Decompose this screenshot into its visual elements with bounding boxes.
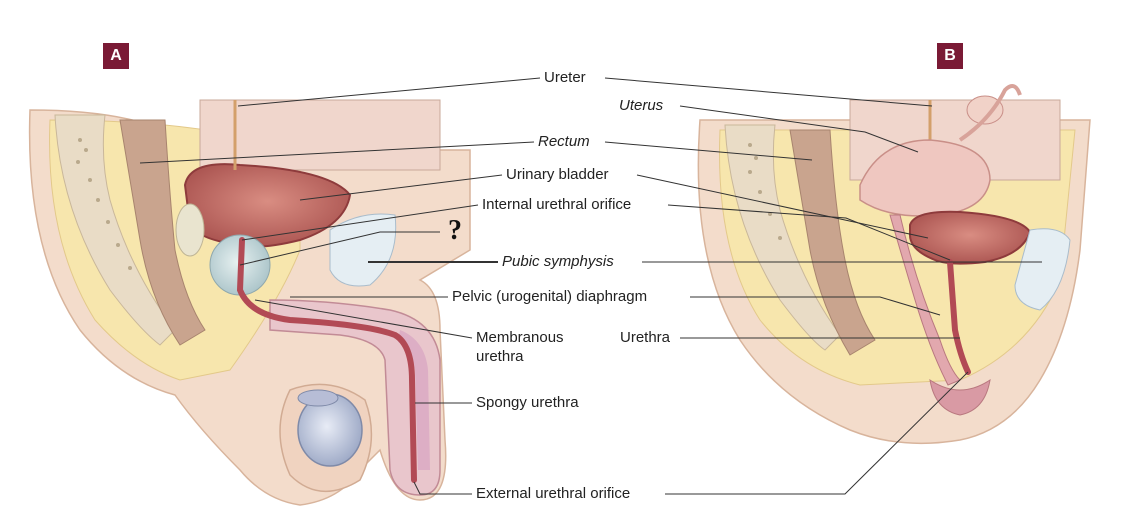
female-sacrum	[724, 124, 841, 351]
leader-uterus	[679, 105, 919, 153]
leader-membranous	[254, 299, 473, 339]
leader-external-female	[665, 371, 969, 495]
male-abdomen	[199, 99, 441, 171]
male-rectum	[119, 119, 206, 346]
label-ureter: Ureter	[542, 69, 588, 87]
female-pubic-symphysis	[1014, 228, 1071, 311]
leader-internal-orifice-male	[241, 204, 479, 241]
leader-external-male	[413, 481, 472, 495]
female-uterus	[859, 139, 991, 217]
male-pelvis-illustration	[28, 99, 471, 506]
label-membranous-line1: Membranous	[474, 329, 566, 347]
label-urinary-bladder: Urinary bladder	[504, 166, 611, 184]
female-labia	[929, 378, 991, 416]
leader-bladder-female	[636, 174, 929, 239]
male-urethra	[236, 237, 417, 483]
leader-lines	[139, 77, 1042, 495]
leader-question	[239, 231, 440, 266]
male-seminal-vesicle	[175, 203, 205, 257]
male-sacrum-dots	[76, 138, 132, 270]
leader-ureter-male	[237, 77, 541, 107]
female-bladder	[909, 210, 1032, 265]
label-urethra: Urethra	[618, 329, 673, 347]
female-uterine-tube	[958, 84, 1022, 142]
label-question-mark: ?	[448, 215, 462, 246]
label-external-urethral-orifice: External urethral orifice	[474, 485, 633, 503]
leader-rectum-male	[139, 141, 535, 164]
leader-ureter-female	[604, 77, 933, 107]
label-uterus: Uterus	[617, 97, 666, 115]
leader-bladder-male	[299, 174, 503, 201]
leader-pelvic-female	[690, 296, 941, 316]
male-penis	[269, 299, 441, 496]
label-membranous-line2: urethra	[474, 348, 526, 366]
male-corpus-spongiosum	[398, 330, 430, 470]
female-urethra	[947, 259, 971, 375]
label-spongy-urethra: Spongy urethra	[474, 394, 581, 412]
leader-internal-orifice-female	[667, 204, 951, 261]
female-pelvis-illustration	[697, 84, 1091, 445]
label-pubic-symphysis: Pubic symphysis	[500, 253, 616, 271]
label-rectum: Rectum	[536, 133, 592, 151]
label-pelvic-diaphragm: Pelvic (urogenital) diaphragm	[450, 288, 650, 306]
panel-a-badge: A	[103, 43, 129, 69]
female-ovary	[966, 95, 1004, 125]
leader-rectum-female	[604, 141, 813, 161]
label-internal-urethral-orifice: Internal urethral orifice	[480, 196, 634, 214]
female-sacrum-dots	[748, 143, 782, 240]
female-vagina	[889, 214, 961, 386]
male-epididymis	[297, 389, 339, 407]
female-rectum	[789, 129, 876, 356]
panel-b-badge: B	[937, 43, 963, 69]
